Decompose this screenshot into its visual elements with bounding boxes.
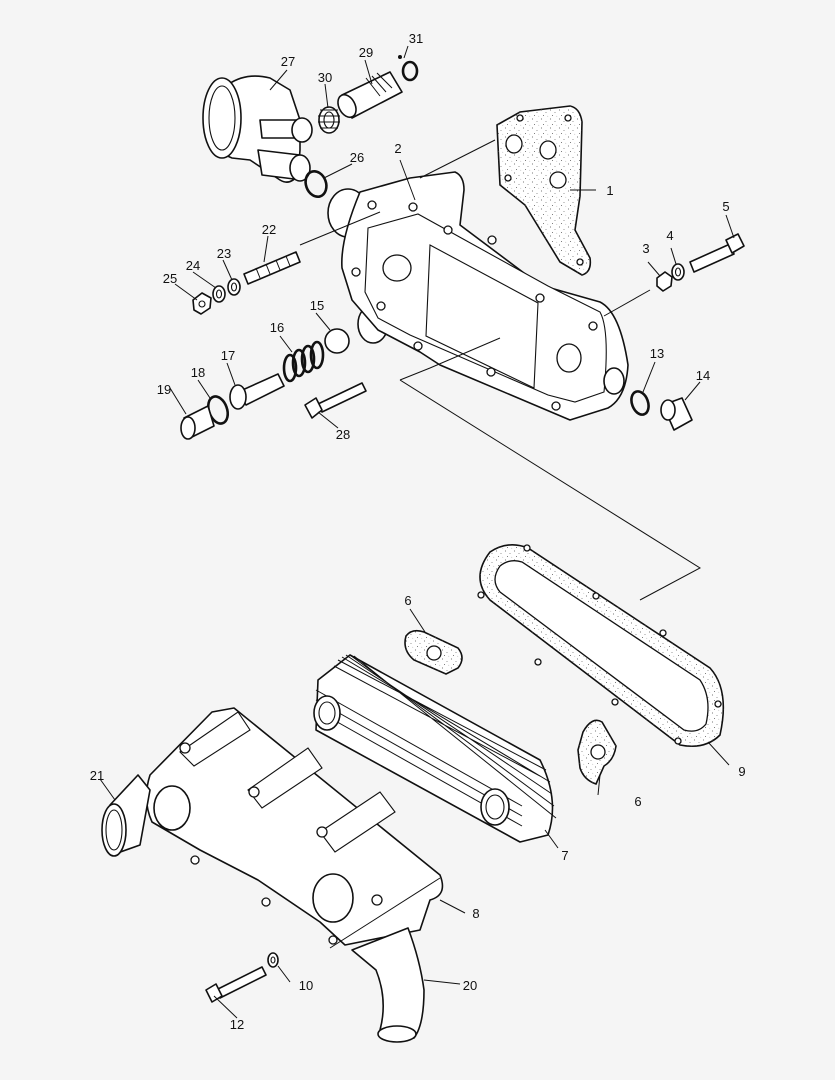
callout-26: 26 (350, 150, 364, 165)
plug-part-19 (180, 405, 215, 440)
callout-3: 3 (642, 241, 649, 256)
cover-part-8 (136, 707, 444, 946)
pin-part-29 (337, 71, 403, 119)
leader-lines (99, 45, 735, 1019)
callout-20: 20 (463, 978, 477, 993)
ball-part-15 (324, 328, 350, 354)
callout-30: 30 (318, 70, 332, 85)
callout-13: 13 (650, 346, 664, 361)
callout-10: 10 (299, 978, 313, 993)
callout-2: 2 (394, 141, 401, 156)
callout-4: 4 (666, 228, 673, 243)
cover-gasket-part-9 (477, 544, 725, 748)
callout-12: 12 (230, 1017, 244, 1032)
callout-31: 31 (409, 31, 423, 46)
callout-22: 22 (262, 222, 276, 237)
callout-15: 15 (310, 298, 324, 313)
callout-21: 21 (90, 768, 104, 783)
callout-24: 24 (186, 258, 200, 273)
callout-29: 29 (359, 45, 373, 60)
washer-part-4 (671, 263, 685, 281)
knurled-nut-part-30 (318, 106, 340, 134)
stud-part-22 (243, 251, 301, 285)
callout-18: 18 (191, 365, 205, 380)
callout-6-upper: 6 (404, 593, 411, 608)
callout-8: 8 (472, 906, 479, 921)
bolt-part-5 (689, 233, 745, 273)
washer-part-10 (267, 952, 279, 968)
callout-27: 27 (281, 54, 295, 69)
washer-part-23 (227, 278, 241, 296)
cooler-core-part-7 (313, 654, 557, 843)
callout-labels: 1 2 3 4 5 6 6 7 8 9 10 12 13 14 15 16 17… (90, 31, 746, 1032)
o-ring-part-13 (630, 390, 650, 416)
small-gasket-part-6-upper (404, 629, 463, 675)
callout-5: 5 (722, 199, 729, 214)
outlet-tube-part-20 (351, 927, 425, 1043)
plug-part-14 (660, 397, 693, 431)
callout-6-lower: 6 (634, 794, 641, 809)
spring-part-16 (282, 340, 325, 383)
piston-part-17 (229, 373, 285, 410)
nut-part-3 (656, 271, 673, 292)
snap-ring-part-31 (398, 55, 419, 82)
bolt-part-12 (205, 966, 267, 1003)
callout-7: 7 (561, 848, 568, 863)
callout-25: 25 (163, 271, 177, 286)
washer-part-24 (212, 285, 226, 303)
callout-19: 19 (157, 382, 171, 397)
o-ring-part-26 (304, 170, 328, 198)
elbow-housing-part-27 (202, 75, 313, 183)
small-gasket-part-6-lower (577, 719, 617, 785)
callout-28: 28 (336, 427, 350, 442)
callout-16: 16 (270, 320, 284, 335)
main-housing-part-2 (327, 171, 629, 421)
callout-1: 1 (606, 183, 613, 198)
mounting-gasket-part-1 (496, 105, 592, 276)
nut-part-25 (192, 292, 212, 315)
bolt-part-28 (304, 382, 367, 419)
elbow-inlet-part-21 (101, 774, 151, 857)
callout-9: 9 (738, 764, 745, 779)
callout-14: 14 (696, 368, 710, 383)
callout-23: 23 (217, 246, 231, 261)
callout-17: 17 (221, 348, 235, 363)
